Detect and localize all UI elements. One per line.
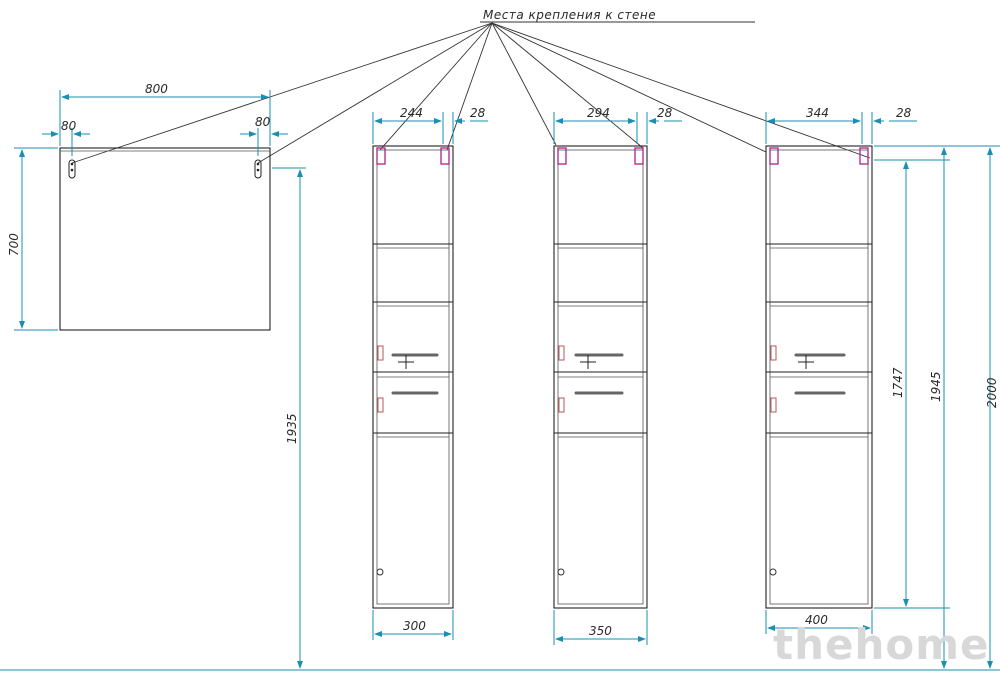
- cabinet-300-width-label: 300: [403, 619, 426, 633]
- cabinet-350-dimensions: 294 28 350: [553, 106, 682, 645]
- cabinet-400-dimensions: 344 28 400: [765, 106, 917, 634]
- cabinet-300-mount-left: [376, 147, 386, 165]
- cabinet-350-width-label: 350: [589, 624, 612, 638]
- height-2000-label: 2000: [985, 377, 999, 408]
- mirror-width-label: 800: [145, 82, 168, 96]
- mirror-mount-right: [254, 159, 262, 179]
- cabinet-400-edge-label: 28: [896, 106, 912, 120]
- mirror-mount-left: [68, 159, 76, 179]
- cabinet-300-dimensions: 244 28 300: [372, 106, 488, 640]
- leader-lines: [71, 22, 871, 164]
- cabinet-300-edge-label: 28: [470, 106, 486, 120]
- mount-height-label: 1935: [285, 413, 299, 444]
- cabinet-350-mount-left: [557, 147, 567, 165]
- mirror-dimensions: 800 80 80 700 1935: [7, 82, 306, 669]
- mirror-panel: [59, 147, 271, 331]
- watermark-logo: thehome: [773, 620, 989, 669]
- cabinet-300-inner-label: 244: [400, 106, 423, 120]
- cabinet-350-inner-label: 294: [587, 106, 610, 120]
- cabinet-400-inner-label: 344: [806, 106, 829, 120]
- title-label: Места крепления к стене: [483, 8, 656, 22]
- cabinet-400-mount-right: [859, 147, 869, 165]
- mirror-offset-left-label: 80: [61, 119, 77, 133]
- cabinet-350: [553, 145, 648, 609]
- cabinet-300-mount-right: [440, 147, 450, 165]
- mirror-height-label: 700: [7, 233, 21, 256]
- cabinet-350-edge-label: 28: [657, 106, 673, 120]
- cabinet-400: [765, 145, 873, 609]
- height-1747-label: 1747: [891, 367, 905, 398]
- cabinet-350-mount-right: [634, 147, 644, 165]
- cabinet-400-width-label: 400: [805, 613, 828, 627]
- height-1945-label: 1945: [929, 371, 943, 402]
- height-dimensions: 1747 1945 2000: [874, 145, 1000, 669]
- cabinet-300: [372, 145, 454, 609]
- mirror-offset-right-label: 80: [255, 115, 271, 129]
- cabinet-400-mount-left: [769, 147, 779, 165]
